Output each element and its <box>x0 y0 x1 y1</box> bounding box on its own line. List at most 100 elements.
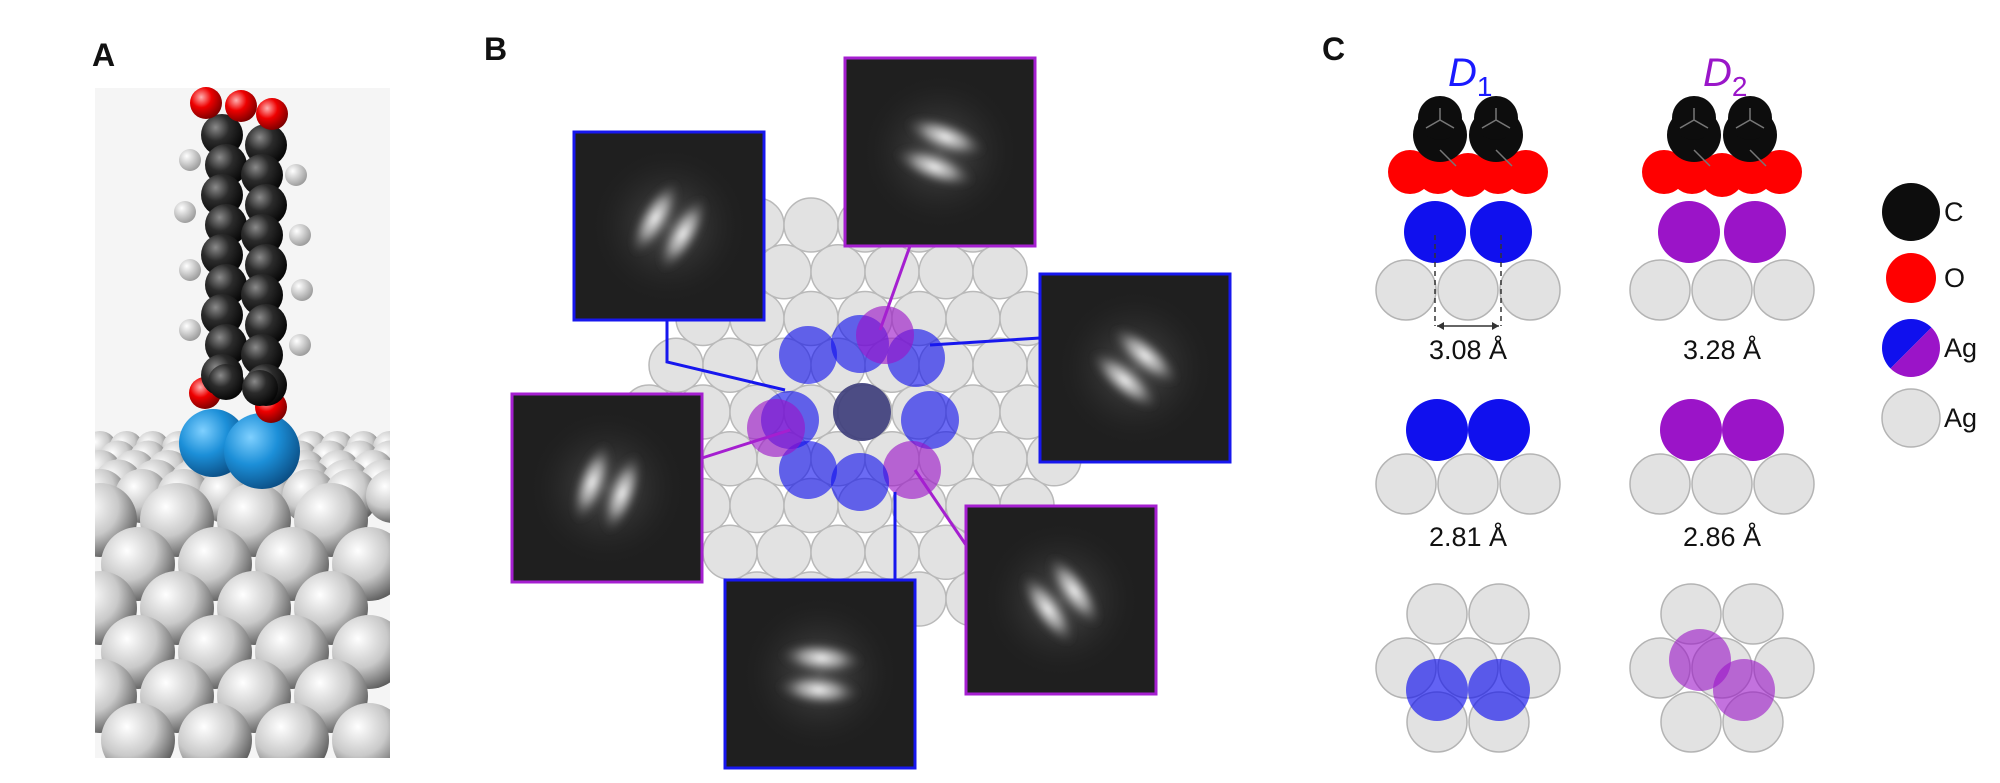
bond <box>1679 108 1711 167</box>
surface-atom <box>1375 453 1437 515</box>
adatom <box>1468 659 1530 721</box>
legend-silver-adatom-label: Ag <box>1944 333 1977 363</box>
hydrogen-atom <box>285 164 307 186</box>
lobe <box>892 145 977 189</box>
legend-silver-split-swatch <box>1882 319 1940 377</box>
surface-atom <box>255 703 329 758</box>
surface-atom <box>1437 259 1499 321</box>
legend-silver-surface-swatch <box>1881 388 1941 448</box>
legend-carbon-swatch <box>1882 183 1940 241</box>
stm-inset <box>964 504 1158 696</box>
stm-inset <box>510 392 704 584</box>
surface-atom <box>1660 691 1722 753</box>
lobe <box>1019 571 1077 647</box>
surface-atom <box>178 703 252 758</box>
surface-atom <box>1499 453 1561 515</box>
adsorption-site <box>747 399 805 457</box>
surface-atom <box>1468 583 1530 645</box>
hydrogen-atom <box>291 279 313 301</box>
lattice-atom <box>810 243 866 300</box>
adatom <box>1724 201 1786 263</box>
surface-atom <box>1691 259 1753 321</box>
panel-a-label: A <box>92 37 115 73</box>
adsorption-site <box>856 306 914 364</box>
lattice-atom <box>783 197 839 253</box>
legend-carbon-label: C <box>1944 197 1964 227</box>
oxygen-atom <box>1758 150 1802 194</box>
surface-atom <box>1722 583 1784 645</box>
surface-atom <box>365 469 390 523</box>
lattice-atom <box>972 243 1028 300</box>
lobe <box>628 178 682 258</box>
adatom <box>1722 399 1784 461</box>
carbon-atom <box>208 364 244 400</box>
adsorption-site <box>901 391 959 449</box>
legend-oxygen-label: O <box>1944 263 1965 293</box>
lattice-atom <box>864 524 920 581</box>
hydrogen-atom <box>289 224 311 246</box>
stm-inset <box>723 578 917 770</box>
hydrogen-atom <box>179 319 201 341</box>
surface-atom <box>1375 259 1437 321</box>
adatom <box>224 413 300 489</box>
lattice-atom <box>810 524 866 581</box>
surface-atom <box>332 703 390 758</box>
lattice-atom <box>864 243 920 300</box>
schematic-d2 <box>1629 96 1815 753</box>
surface-atom <box>1753 453 1815 515</box>
center-site <box>833 383 891 441</box>
hydrogen-atom <box>179 149 201 171</box>
surface-atom <box>1437 453 1499 515</box>
surface-atom <box>1629 453 1691 515</box>
dicarboxylate-molecule <box>174 87 313 423</box>
adatom <box>1406 659 1468 721</box>
distance-d1-top: 3.08 Å <box>1429 334 1507 365</box>
panel-c-schematics <box>1375 96 1815 753</box>
oxygen-atom <box>1700 153 1744 197</box>
stm-inset <box>572 130 766 322</box>
oxygen-atom <box>256 98 288 130</box>
oxygen-atom <box>1446 153 1490 197</box>
adsorption-site <box>831 453 889 511</box>
hydrogen-atom <box>289 334 311 356</box>
lobe <box>903 115 988 159</box>
panel-b-label: B <box>484 31 507 67</box>
lattice-atom <box>702 524 758 581</box>
panel-c-label: C <box>1322 31 1345 67</box>
lobe <box>774 672 863 708</box>
adatom <box>1713 659 1775 721</box>
legend-silver-surface-label: Ag <box>1944 403 1977 433</box>
bond <box>1425 108 1457 167</box>
stm-inset <box>843 56 1037 248</box>
connector-lines <box>665 245 1041 580</box>
adatom <box>1404 201 1466 263</box>
molecule-lobes <box>628 178 710 274</box>
bond <box>1735 108 1767 167</box>
column-title-d1: D1 <box>1448 51 1492 102</box>
connector-line <box>878 245 912 331</box>
adsorption-site <box>883 441 941 499</box>
distance-d1-mid: 2.81 Å <box>1429 521 1507 552</box>
lobe <box>1045 553 1103 629</box>
connector-line <box>665 320 786 392</box>
panel-b-stm-images <box>510 56 1232 770</box>
measure-arrows <box>1437 322 1499 330</box>
surface-atom <box>1753 259 1815 321</box>
adatom <box>1658 201 1720 263</box>
lattice-atom <box>729 477 785 534</box>
adatom <box>1470 201 1532 263</box>
molecule-lobes <box>1089 324 1181 412</box>
lattice-atom <box>972 431 1028 487</box>
molecule-lobes <box>570 440 644 536</box>
adsorption-site <box>779 441 837 499</box>
surface-atom <box>101 703 175 758</box>
molecule-lobes <box>1019 553 1103 647</box>
hydrogen-atom <box>174 201 196 223</box>
bond <box>1481 108 1513 167</box>
lobe <box>656 194 710 274</box>
surface-atom <box>1499 259 1561 321</box>
legend: C O Ag Ag <box>1881 183 1977 448</box>
surface-atom <box>1629 259 1691 321</box>
surface-atom <box>1406 583 1468 645</box>
